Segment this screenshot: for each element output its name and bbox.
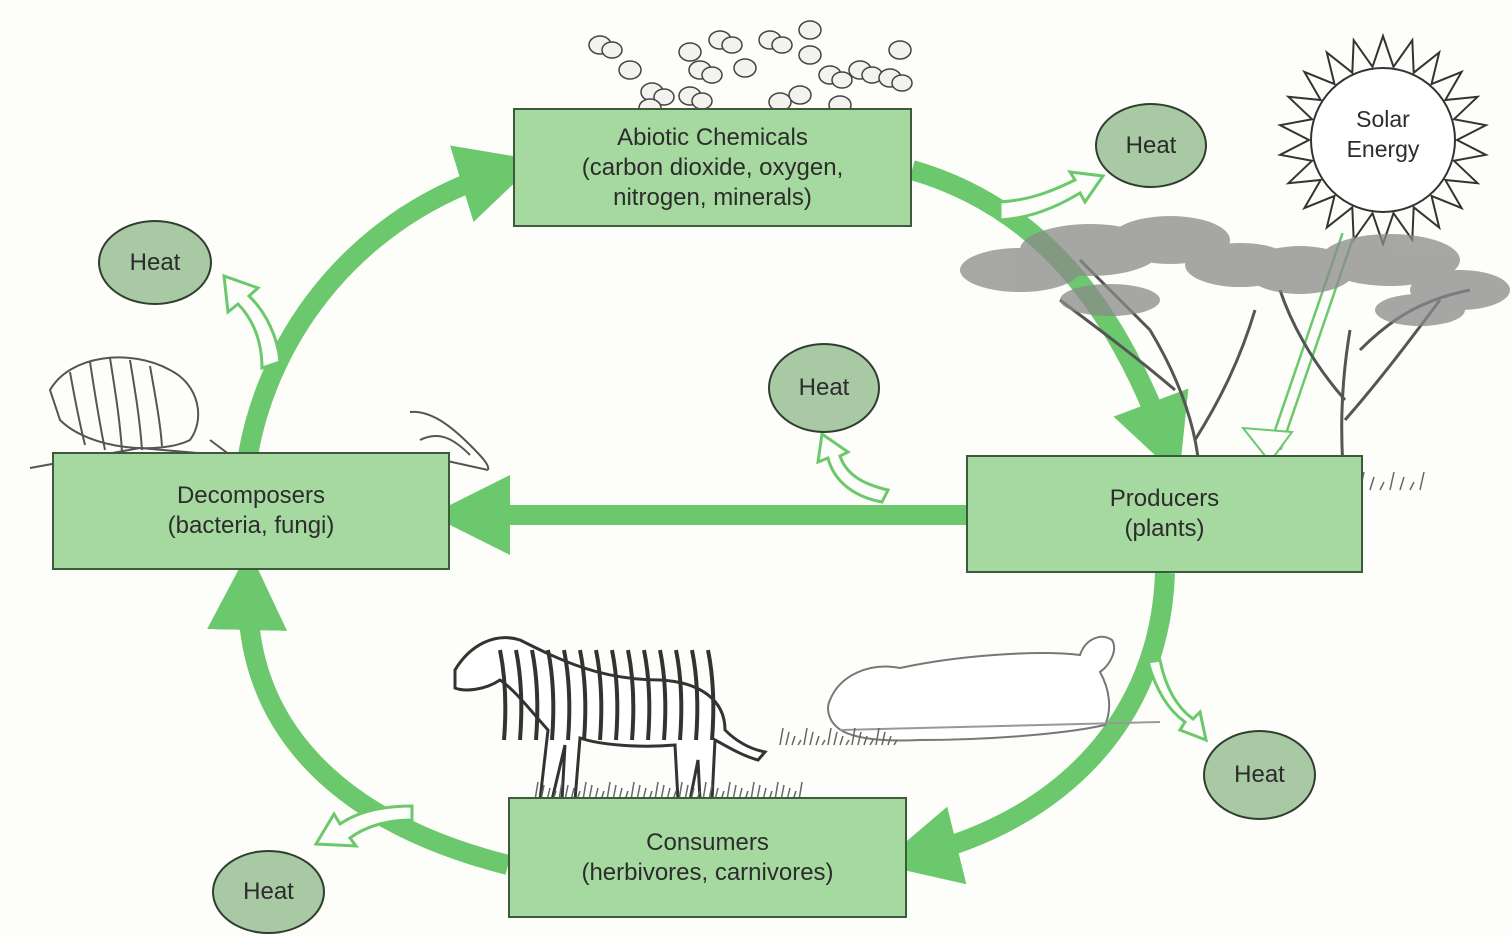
lion-icon bbox=[827, 635, 1161, 742]
heat-arrow-producers bbox=[1146, 658, 1209, 743]
producers-box: Producers (plants) bbox=[966, 455, 1363, 573]
cycle-arrow-consumers-to-decomposers bbox=[207, 550, 511, 875]
heat-node-producers: Heat bbox=[1203, 730, 1316, 820]
abiotic-line2: (carbon dioxide, oxygen, bbox=[581, 153, 844, 181]
abiotic-title: Abiotic Chemicals bbox=[617, 123, 808, 151]
heat-node-abiotic: Heat bbox=[1095, 103, 1207, 188]
heat-arrow-consumers bbox=[313, 804, 414, 848]
heat-node-decomposers: Heat bbox=[98, 220, 212, 305]
producers-subtitle: (plants) bbox=[1124, 515, 1205, 542]
solar-energy-line1: Solar bbox=[1356, 106, 1410, 132]
consumers-box: Consumers (herbivores, carnivores) bbox=[508, 797, 907, 918]
zebra-stripes-icon bbox=[498, 649, 716, 741]
solar-energy-line2: Energy bbox=[1346, 136, 1420, 162]
sun-icon bbox=[1277, 32, 1489, 248]
decomposers-box: Decomposers (bacteria, fungi) bbox=[52, 452, 450, 570]
heat-node-center: Heat bbox=[768, 343, 880, 433]
cycle-arrow-decomposers-to-abiotic bbox=[238, 145, 539, 457]
decomposers-title: Decomposers bbox=[176, 482, 326, 509]
heat-node-consumers: Heat bbox=[212, 850, 325, 934]
heat-arrow-center bbox=[816, 431, 891, 504]
heat-arrow-decomposers bbox=[222, 273, 282, 371]
consumers-subtitle: (herbivores, carnivores) bbox=[581, 858, 834, 886]
consumers-title: Consumers bbox=[646, 828, 769, 856]
abiotic-line3: nitrogen, minerals) bbox=[613, 183, 812, 211]
decomposers-subtitle: (bacteria, fungi) bbox=[167, 512, 335, 539]
heat-arrow-abiotic bbox=[998, 170, 1106, 222]
tree-foliage-icon bbox=[960, 216, 1510, 326]
producers-title: Producers bbox=[1109, 485, 1220, 512]
solar-energy-label: Solar Energy bbox=[1318, 104, 1448, 164]
cycle-arrow-producers-to-consumers bbox=[879, 572, 1175, 885]
abiotic-chemicals-box: Abiotic Chemicals (carbon dioxide, oxyge… bbox=[513, 108, 912, 227]
tree-icon bbox=[1059, 258, 1471, 496]
